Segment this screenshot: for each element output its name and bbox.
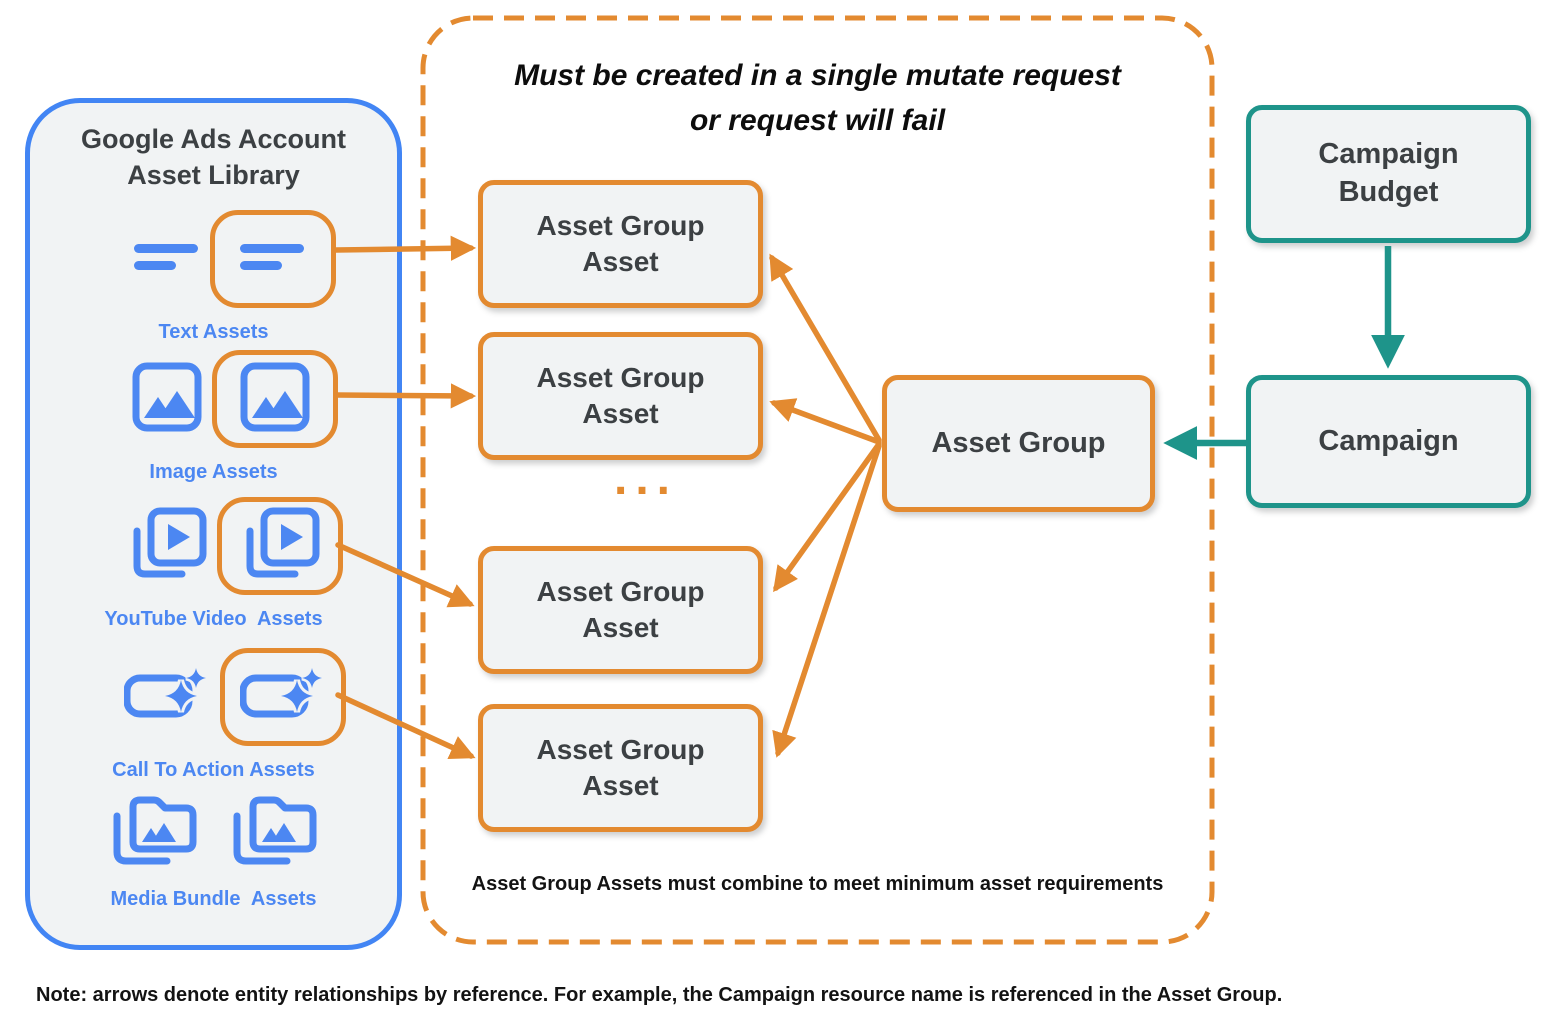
asset-group-asset-node: Asset Group Asset xyxy=(478,546,763,674)
asset-type-label: YouTube Video Assets xyxy=(104,608,323,630)
cta-sparkle-icon xyxy=(239,666,326,729)
asset-group-asset-node: Asset Group Asset xyxy=(478,180,763,308)
image-icon xyxy=(132,362,202,437)
asset-row-text: Text Assets xyxy=(30,210,397,344)
asset-type-label: Media Bundle Assets xyxy=(110,888,317,910)
asset-type-label: Call To Action Assets xyxy=(112,759,315,781)
asset-library-title: Google Ads Account Asset Library xyxy=(80,124,346,191)
asset-row-image: Image Assets xyxy=(30,350,397,484)
asset-group-asset-node: Asset Group Asset xyxy=(478,704,763,832)
asset-row-video: YouTube Video Assets xyxy=(30,497,397,631)
campaign-node: Campaign xyxy=(1246,375,1531,508)
mutate-request-title: Must be created in a single mutate reque… xyxy=(514,59,1121,137)
footnote: Note: arrows denote entity relationships… xyxy=(36,984,1283,1006)
text-lines-icon xyxy=(133,243,200,275)
campaign-budget-node: Campaign Budget xyxy=(1246,105,1531,243)
mutate-request-caption: Asset Group Assets must combine to meet … xyxy=(471,873,1164,895)
video-stack-icon xyxy=(240,506,320,587)
asset-row-cta-icons xyxy=(123,648,346,746)
highlight-ring xyxy=(216,497,343,595)
image-icon xyxy=(240,362,310,437)
asset-library-panel: Google Ads Account Asset Library xyxy=(25,98,402,950)
highlight-ring xyxy=(219,648,346,746)
highlight-ring xyxy=(211,350,338,448)
asset-row-text-icons xyxy=(133,210,336,308)
cta-sparkle-icon xyxy=(123,666,210,729)
asset-row-cta: Call To Action Assets xyxy=(30,648,397,782)
asset-row-media-bundle-icons xyxy=(107,792,321,875)
asset-group-node: Asset Group xyxy=(882,375,1155,512)
asset-row-media-bundle: Media Bundle Assets xyxy=(30,792,397,911)
asset-type-label: Text Assets xyxy=(158,321,269,343)
highlight-ring xyxy=(209,210,336,308)
asset-row-video-icons xyxy=(127,497,343,595)
media-bundle-folder-icon xyxy=(107,792,201,875)
asset-type-label: Image Assets xyxy=(149,461,278,483)
media-bundle-folder-icon xyxy=(227,792,321,875)
text-lines-icon xyxy=(239,243,306,275)
asset-group-asset-node: Asset Group Asset xyxy=(478,332,763,460)
video-stack-icon xyxy=(127,506,207,587)
asset-row-image-icons xyxy=(132,350,338,448)
more-assets-ellipsis: ... xyxy=(613,452,678,505)
